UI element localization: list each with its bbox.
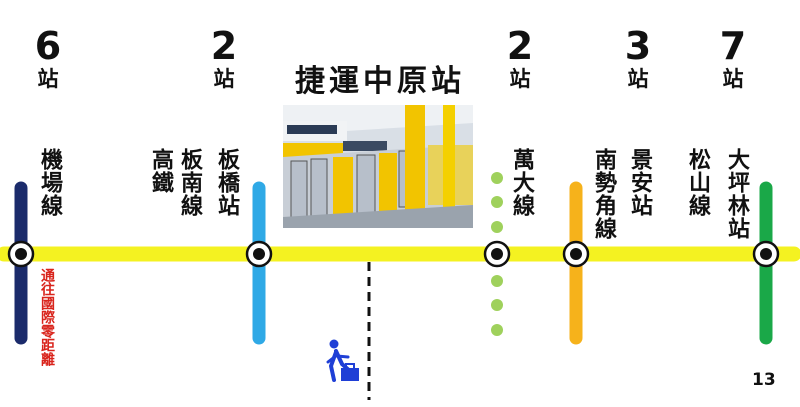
- station-label-bannan-line: 板南線: [177, 148, 202, 217]
- walking-person-icon: [326, 339, 359, 382]
- station-count-number: 7: [719, 24, 747, 68]
- station-label-jingan: 景安站: [627, 148, 652, 217]
- station-label-songshan-line: 松山線: [685, 148, 710, 217]
- station-platform-photo: [283, 105, 473, 228]
- station-label-high-speed-rail: 高鐵: [148, 148, 173, 194]
- station-count-unit: 站: [627, 67, 649, 91]
- station-label-dapinglin: 大坪林站: [724, 148, 749, 240]
- platform-illustration: [283, 105, 473, 228]
- page-title: 捷運中原站: [295, 64, 465, 99]
- station-circle-icon: [483, 240, 511, 268]
- station-label-airport-line: 機場線: [37, 148, 62, 217]
- station-count-number: 6: [34, 24, 62, 68]
- station-count-number: 3: [624, 24, 652, 68]
- station-circle-icon: [752, 240, 780, 268]
- station-count-unit: 站: [37, 67, 59, 91]
- station-count: 2 站: [490, 26, 550, 92]
- wanda-line-dots: [491, 172, 503, 336]
- station-circle-icon: [562, 240, 590, 268]
- station-label-banqiao: 板橋站: [214, 148, 239, 217]
- station-count-unit: 站: [213, 67, 235, 91]
- station-count-number: 2: [506, 24, 534, 68]
- station-circle-icon: [7, 240, 35, 268]
- station-count: 2 站: [194, 26, 254, 92]
- station-count: 7 站: [703, 26, 763, 92]
- station-circle-icon: [245, 240, 273, 268]
- station-label-nanshijiao-line: 南勢角線: [591, 148, 616, 240]
- station-count: 3 站: [608, 26, 668, 92]
- station-count: 6 站: [18, 26, 78, 92]
- station-count-unit: 站: [509, 67, 531, 91]
- station-count-unit: 站: [722, 67, 744, 91]
- station-count-number: 2: [210, 24, 238, 68]
- international-access-note: 通往國際零距離: [39, 268, 55, 366]
- page-number: 13: [752, 370, 776, 390]
- station-label-wanda-line: 萬大線: [509, 148, 534, 217]
